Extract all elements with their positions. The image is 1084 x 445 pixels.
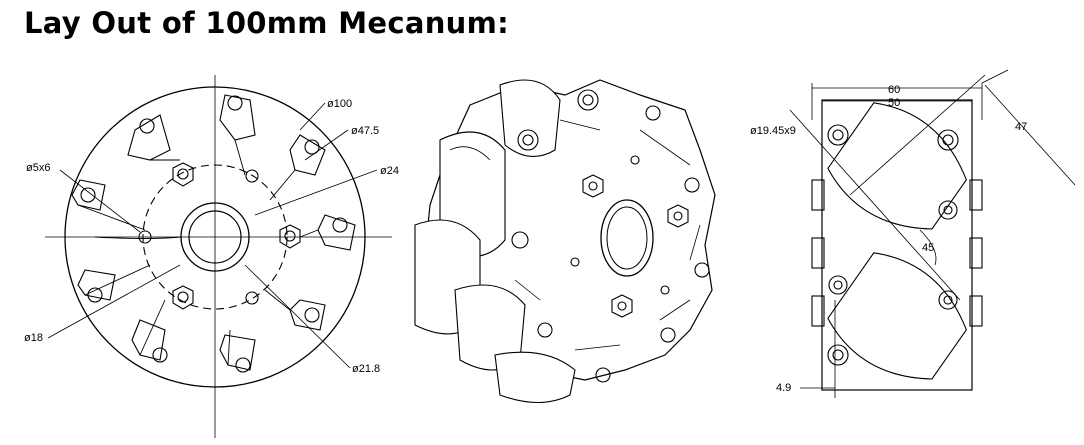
hex-nut	[582, 174, 604, 198]
dim-boss: ø21.8	[352, 363, 380, 375]
roller	[454, 284, 526, 371]
wheel-body	[821, 99, 973, 391]
bracket-bolt	[827, 344, 849, 366]
bracket-bolt	[660, 327, 676, 343]
roller	[494, 351, 576, 403]
bracket-bolt	[595, 367, 611, 383]
side-plate	[969, 237, 983, 269]
roller-bracket	[219, 334, 256, 373]
roller-bracket	[127, 114, 171, 161]
hex-nut	[667, 204, 689, 228]
roller	[827, 252, 967, 380]
roller-bracket	[317, 214, 356, 251]
bracket-bolt	[937, 129, 959, 151]
hole	[570, 257, 580, 267]
hex-nut	[172, 162, 194, 187]
dim-outer-diameter: ø100	[327, 98, 352, 110]
side-plate	[811, 295, 825, 327]
side-view-drawing	[789, 69, 1076, 398]
dim-bore: ø24	[380, 165, 399, 177]
hole	[245, 169, 259, 183]
bracket-bolt	[577, 89, 599, 111]
dim-inner-width: 50	[888, 97, 900, 109]
bracket-bolt	[537, 322, 553, 338]
dim-roller: ø19.45x9	[750, 125, 796, 137]
side-plate	[969, 179, 983, 211]
bolt-circle	[142, 164, 288, 310]
bracket-bolt	[645, 105, 661, 121]
hole	[138, 230, 152, 244]
side-plate	[969, 295, 983, 327]
bracket-bolt	[938, 200, 958, 220]
roller-bracket	[131, 319, 168, 363]
roller-bracket	[77, 269, 116, 303]
page-title: Lay Out of 100mm Mecanum:	[24, 6, 510, 40]
roller-bracket	[289, 299, 326, 331]
roller-bracket	[289, 134, 326, 176]
front-view-drawing	[45, 75, 392, 438]
roller-bracket	[71, 179, 106, 211]
bracket-bolt	[694, 262, 710, 278]
roller	[499, 79, 561, 157]
dim-holes: ø5x6	[26, 162, 50, 174]
side-plate	[811, 179, 825, 211]
bracket-bolt	[827, 124, 849, 146]
bracket-bolt	[828, 275, 848, 295]
dim-bolt-circle: ø47.5	[351, 125, 379, 137]
hub-bore	[600, 199, 654, 277]
hex-nut	[172, 285, 194, 310]
hole	[630, 155, 640, 165]
perspective-view-drawing	[414, 79, 716, 403]
roller	[827, 102, 967, 230]
hub-bore-inner	[606, 206, 648, 270]
hub-bore	[188, 210, 242, 264]
hex-nut	[279, 224, 301, 249]
bracket-bolt	[938, 290, 958, 310]
side-plate	[811, 237, 825, 269]
bracket-bolt	[511, 231, 529, 249]
hole	[245, 291, 259, 305]
dim-offset: 4.9	[776, 382, 791, 394]
dim-diagonal: 47	[1015, 121, 1027, 133]
hex-nut	[611, 294, 633, 318]
bracket-bolt	[684, 177, 700, 193]
dim-hub: ø18	[24, 332, 43, 344]
roller-bracket	[219, 94, 256, 141]
outer-circle	[64, 86, 366, 388]
hole	[660, 285, 670, 295]
bracket-bolt	[517, 129, 539, 151]
dim-angle: 45	[922, 242, 934, 254]
dim-overall-width: 60	[888, 84, 900, 96]
